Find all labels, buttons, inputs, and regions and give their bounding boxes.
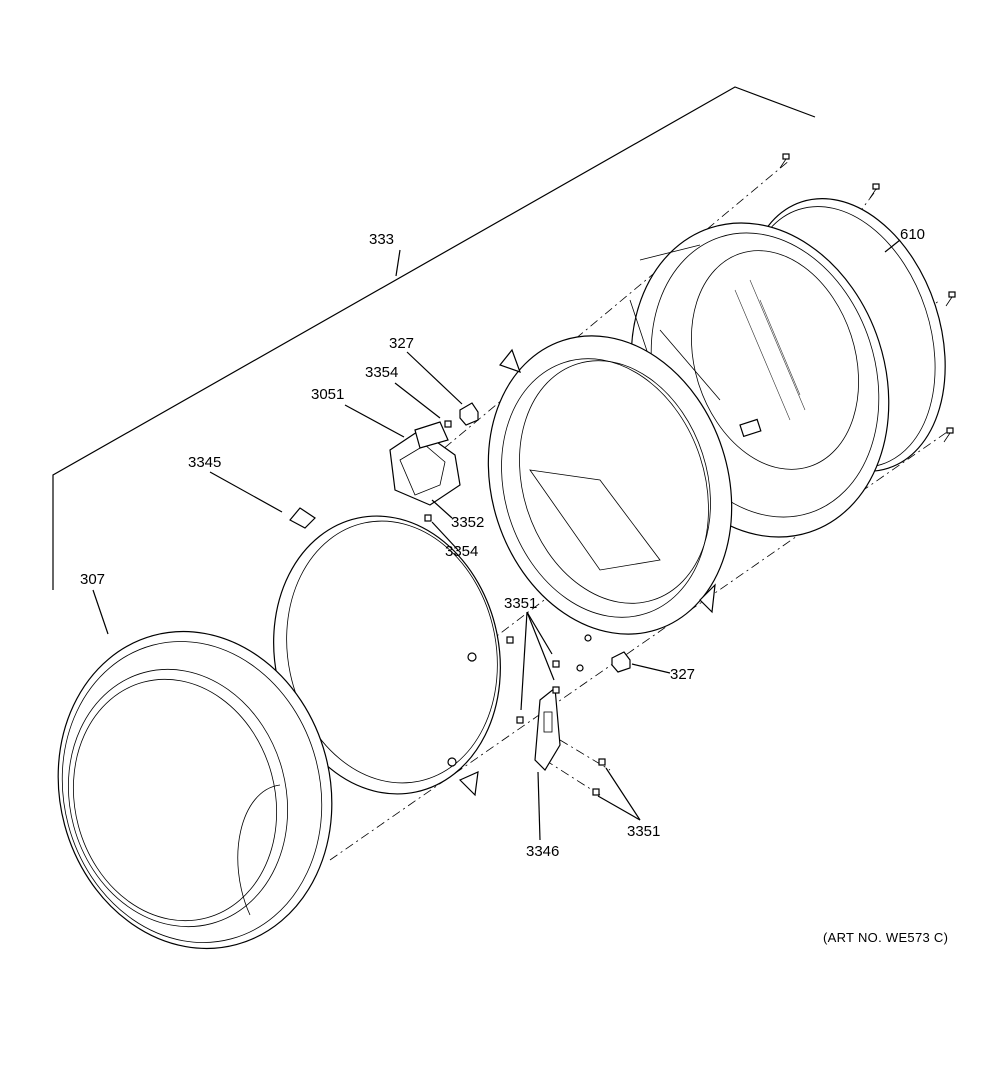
callout-333: 333 [369, 231, 394, 248]
callout-3345: 3345 [188, 454, 221, 471]
callout-3346: 3346 [526, 843, 559, 860]
callout-610: 610 [900, 226, 925, 243]
leader-lines [92, 239, 901, 841]
assembly-bracket-333 [52, 86, 816, 590]
callout-327-top: 327 [389, 335, 414, 352]
part-3051-hinge [389, 421, 461, 506]
part-307-door [57, 630, 333, 950]
part-3346-latch [534, 686, 561, 771]
part-3345-panel [273, 507, 501, 797]
part-327-blocks [459, 402, 631, 673]
callout-307: 307 [80, 571, 105, 588]
callout-3051: 3051 [311, 386, 344, 403]
callout-3354-bottom: 3354 [445, 543, 478, 560]
callout-3351-top: 3351 [504, 595, 537, 612]
art-number: (ART NO. WE573 C) [823, 930, 948, 945]
callout-327-bottom: 327 [670, 666, 695, 683]
screws [424, 153, 956, 796]
part-door-bezel [487, 335, 733, 635]
callout-3352: 3352 [451, 514, 484, 531]
callout-3354-top: 3354 [365, 364, 398, 381]
callout-3351-bottom: 3351 [627, 823, 660, 840]
